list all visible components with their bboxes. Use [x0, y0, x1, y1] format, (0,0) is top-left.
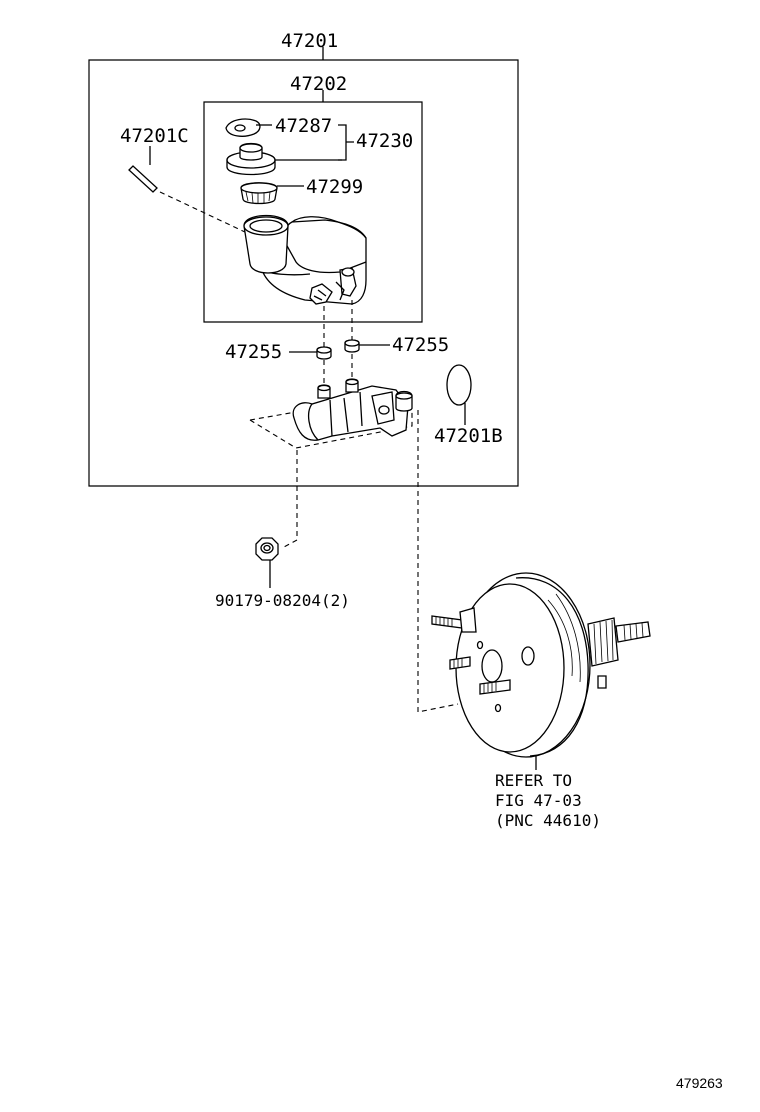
pin-part [128, 146, 158, 193]
reservoir-tank-part [243, 214, 367, 305]
strainer-part [240, 182, 304, 205]
grommet-right-part [344, 339, 390, 353]
reference-line-3: (PNC 44610) [495, 811, 601, 830]
reference-line-2: FIG 47-03 [495, 791, 582, 810]
master-cylinder-part [249, 378, 413, 449]
grommet-left-part [289, 346, 332, 360]
cap-gasket-label: 47287 [275, 115, 332, 137]
guide-to-nut-end [281, 539, 298, 549]
cap-set-label: 47230 [356, 130, 413, 152]
grommet-left-label: 47255 [225, 341, 282, 363]
flange-nut-part [255, 537, 279, 588]
reservoir-cap-part [226, 142, 342, 176]
gasket-ring-label: 47201B [434, 425, 503, 447]
pin-leader-dashed [159, 191, 246, 233]
nut-label: 90179-08204(2) [215, 591, 350, 610]
guide-to-booster [417, 410, 459, 713]
reservoir-assembly-label: 47202 [290, 73, 347, 95]
grommet-right-label: 47255 [392, 334, 449, 356]
reference-line-1: REFER TO [495, 771, 572, 790]
pin-label: 47201C [120, 125, 189, 147]
strainer-label: 47299 [306, 176, 363, 198]
gasket-ring-part [446, 364, 472, 425]
reservoir-assembly-frame [203, 90, 423, 323]
cap-gasket-part [225, 118, 272, 137]
cap-set-bracket [338, 124, 354, 161]
brake-booster-part [431, 572, 651, 770]
assembly-label: 47201 [281, 30, 338, 52]
assembly-47201-frame [88, 47, 519, 487]
illustration-id: 479263 [676, 1075, 723, 1091]
